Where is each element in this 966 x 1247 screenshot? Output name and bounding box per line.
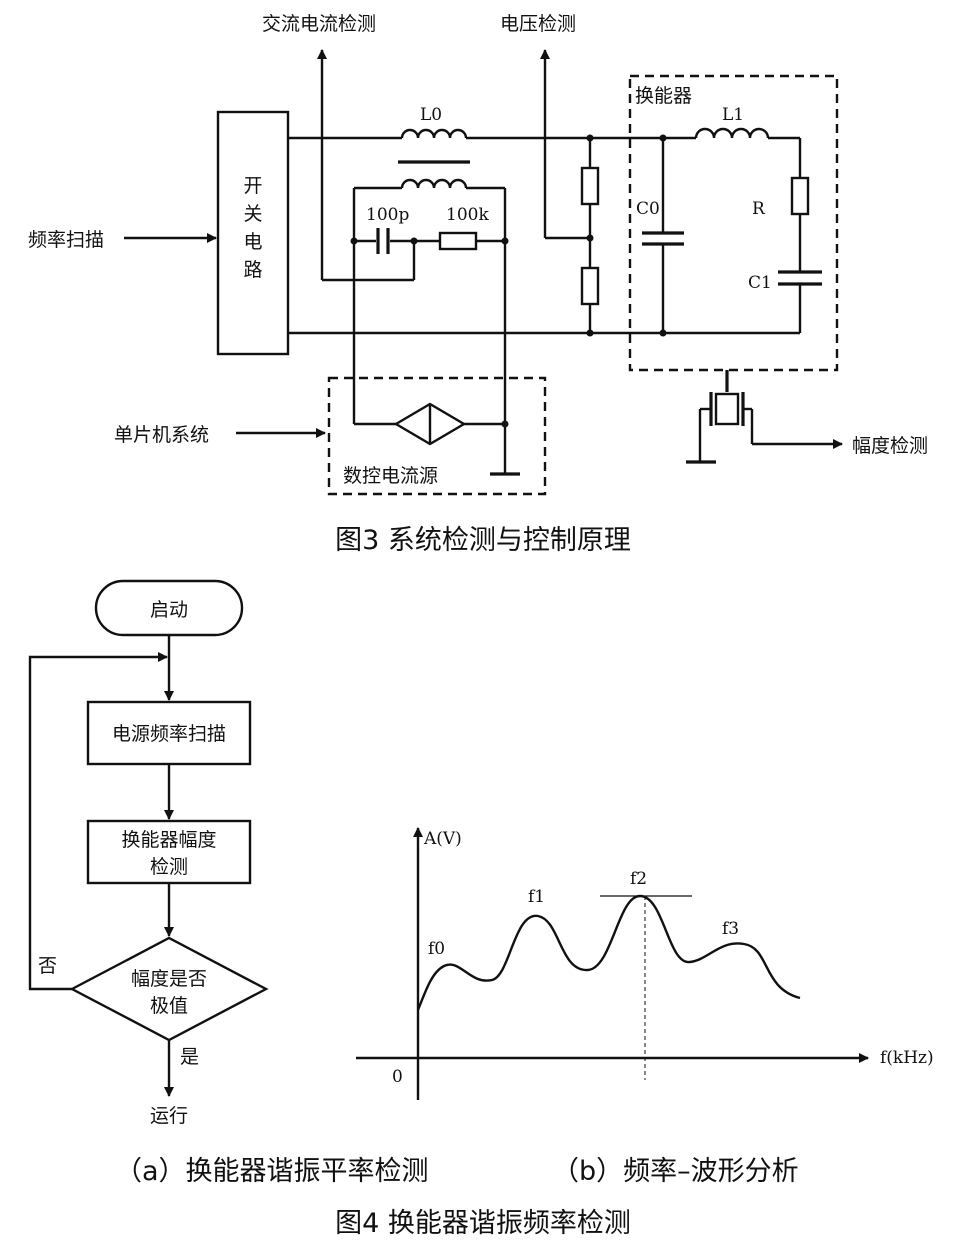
divider-res-bottom	[580, 266, 600, 306]
fig3-circuit: 开 关 电 路 频率扫描 L0 100p 100k	[28, 13, 928, 496]
decision-line1: 幅度是否	[131, 968, 207, 990]
fig3-caption: 图3 系统检测与控制原理	[335, 525, 631, 556]
x-axis-label: f(kHz)	[880, 1048, 934, 1068]
origin-label: 0	[392, 1067, 403, 1087]
junction-dot	[659, 329, 667, 337]
switch-char-4: 路	[243, 259, 262, 281]
y-axis-label: A(V)	[423, 829, 462, 849]
mcu-label: 单片机系统	[114, 424, 209, 446]
L1-inductor	[694, 127, 770, 139]
C0-label: C0	[636, 199, 660, 219]
freq-scan-label: 频率扫描	[28, 229, 104, 251]
junction-dot	[586, 234, 594, 242]
junction-dot	[501, 420, 509, 428]
R-resistor	[790, 176, 810, 216]
amplitude-curve	[416, 894, 801, 1011]
peak-label-f1: f1	[528, 887, 545, 907]
decision-node	[69, 936, 269, 1042]
peak-label-f3: f3	[722, 919, 739, 939]
no-label: 否	[38, 955, 57, 977]
L0-label: L0	[420, 105, 442, 125]
cap-100p-label: 100p	[366, 205, 409, 225]
res-100k	[438, 231, 478, 251]
ctrl-source-label: 数控电流源	[343, 465, 438, 487]
L1-label: L1	[722, 105, 744, 125]
start-label: 启动	[150, 599, 188, 621]
L0-inductor	[400, 128, 468, 139]
R-label: R	[752, 199, 766, 219]
yes-label: 是	[180, 1046, 199, 1068]
voltage-label: 电压检测	[500, 13, 576, 35]
peak-label-f2: f2	[630, 869, 647, 889]
fig4a-flowchart: 启动 电源频率扫描 换能器幅度 检测 幅度是否 极值 否 是 运行	[28, 579, 269, 1127]
subcaption-a: （a）换能器谐振平率检测	[115, 1156, 429, 1187]
step-amp-detect-line2: 检测	[150, 856, 188, 878]
ctrl-source-box	[327, 376, 547, 496]
divider-res-top	[580, 166, 600, 206]
junction-dot	[350, 237, 358, 245]
switch-char-3: 电	[243, 231, 262, 253]
junction-dot	[586, 329, 594, 337]
end-label: 运行	[150, 1105, 188, 1127]
switch-char-2: 关	[243, 203, 262, 225]
step-amp-detect-line1: 换能器幅度	[121, 829, 216, 851]
subcaption-b: （b）频率–波形分析	[552, 1156, 799, 1187]
C1-label: C1	[748, 273, 772, 293]
fig4b-waveform: A(V) f(kHz) 0 f0 f1 f2 f3	[356, 827, 934, 1100]
junction-dot	[659, 134, 667, 142]
fig4-caption: 图4 换能器谐振频率检测	[335, 1208, 631, 1239]
junction-dot	[501, 237, 509, 245]
L0-secondary	[400, 178, 468, 189]
res-100k-label: 100k	[446, 205, 489, 225]
ac-current-label: 交流电流检测	[262, 13, 376, 35]
switch-circuit-box	[216, 110, 290, 356]
step-freq-scan-label: 电源频率扫描	[112, 723, 226, 745]
decision-line2: 极值	[150, 995, 188, 1017]
transducer-box	[628, 74, 839, 372]
switch-char-1: 开	[243, 175, 262, 197]
sensor-body	[714, 392, 740, 426]
transducer-label: 换能器	[635, 85, 692, 107]
junction-dot	[586, 134, 594, 142]
peak-label-f0: f0	[428, 939, 445, 959]
loop-back-arrow	[28, 652, 168, 991]
amp-detect-label: 幅度检测	[852, 435, 928, 457]
